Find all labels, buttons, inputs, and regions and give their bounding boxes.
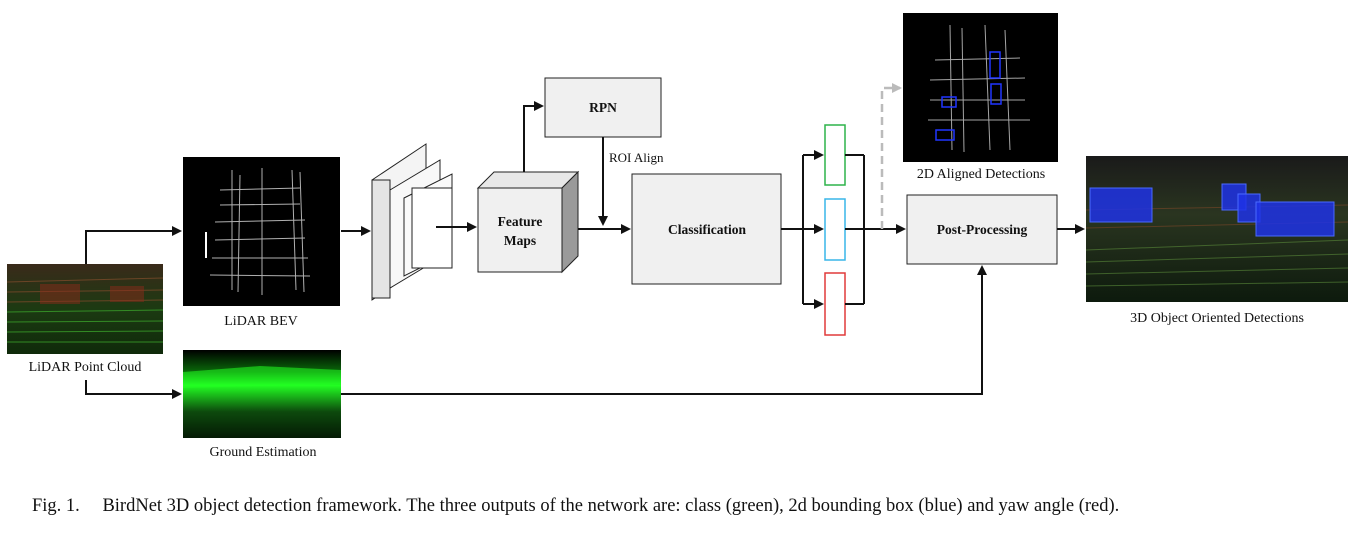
post-processing-label: Post-Processing [937, 222, 1028, 237]
ground-estimation-label: Ground Estimation [210, 445, 317, 460]
edge-to-2d-detections-dashed [880, 83, 902, 229]
yaw-output-bar [824, 272, 846, 336]
figure-number: Fig. 1. [32, 496, 80, 516]
lidar-point-cloud-label: LiDAR Point Cloud [29, 360, 142, 375]
edge-ground-to-post-processing [341, 265, 987, 395]
rpn-box [544, 77, 662, 138]
aligned-detections-2d-image [903, 13, 1058, 162]
edge-pointcloud-to-ground [85, 380, 182, 399]
rpn-label: RPN [589, 100, 617, 115]
lidar-bev-image [183, 157, 340, 306]
edge-classification-to-outputs [781, 150, 824, 309]
feature-maps-label-line1: Feature [498, 214, 543, 229]
roi-align-label: ROI Align [609, 150, 664, 165]
ground-estimation-image [183, 350, 341, 438]
figure-caption-text: BirdNet 3D object detection framework. T… [102, 496, 1120, 516]
lidar-point-cloud-image [6, 264, 164, 354]
oriented-detections-3d-label: 3D Object Oriented Detections [1130, 311, 1304, 326]
classification-box [631, 173, 782, 285]
post-processing-box [906, 194, 1058, 265]
conv-layer-stack [371, 143, 453, 301]
figure-caption: Fig. 1. BirdNet 3D object detection fram… [32, 496, 1342, 517]
classification-label: Classification [668, 222, 746, 237]
lidar-bev-label: LiDAR BEV [224, 314, 298, 329]
bbox-output-bar [824, 198, 846, 261]
feature-maps-box [476, 170, 580, 274]
oriented-detections-3d-image [1085, 156, 1349, 302]
feature-maps-label-line2: Maps [504, 233, 536, 248]
class-output-bar [824, 124, 846, 186]
edge-outputs-merge [845, 154, 906, 305]
edge-pointcloud-to-bev [85, 226, 182, 264]
aligned-detections-2d-label: 2D Aligned Detections [917, 167, 1045, 182]
edge-feature-maps-to-rpn [523, 101, 544, 172]
